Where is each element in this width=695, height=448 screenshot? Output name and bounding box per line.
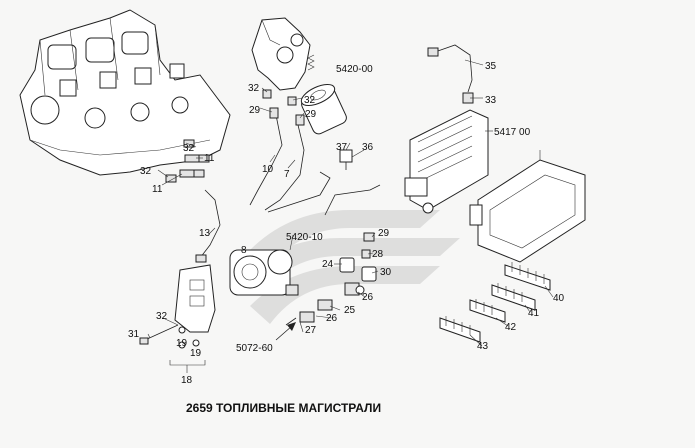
callout-19-a: 19 bbox=[176, 338, 188, 349]
control-box bbox=[469, 150, 586, 263]
leader-lines bbox=[147, 59, 554, 347]
callout-37: 37 bbox=[336, 142, 348, 153]
callout-27: 27 bbox=[305, 325, 317, 336]
callout-5420-00: 5420-00 bbox=[336, 64, 373, 75]
connector-40 bbox=[504, 262, 551, 291]
spring-part bbox=[307, 54, 315, 71]
connector-42 bbox=[469, 299, 506, 323]
diagram-title: 2659 ТОПЛИВНЫЕ МАГИСТРАЛИ bbox=[186, 401, 381, 415]
callout-42: 42 bbox=[505, 322, 517, 333]
engine-block bbox=[19, 9, 231, 176]
fuel-pump bbox=[229, 249, 299, 296]
callout-29-a: 29 bbox=[249, 105, 261, 116]
watermark-logo bbox=[240, 210, 460, 324]
callout-36: 36 bbox=[362, 142, 374, 153]
callout-33: 33 bbox=[485, 95, 497, 106]
callout-7: 7 bbox=[284, 169, 290, 180]
callout-40: 40 bbox=[553, 293, 565, 304]
fuel-pipe-35 bbox=[427, 44, 474, 104]
callout-31: 31 bbox=[128, 329, 140, 340]
callout-35: 35 bbox=[485, 61, 497, 72]
fitting-32-11-upper bbox=[183, 139, 210, 163]
fuel-pipe-13 bbox=[195, 189, 221, 263]
callout-24: 24 bbox=[322, 259, 334, 270]
callout-32-d: 32 bbox=[140, 166, 152, 177]
callout-32-b: 32 bbox=[304, 95, 316, 106]
callout-5417-00: 5417 00 bbox=[494, 127, 531, 138]
callout-5420-10: 5420-10 bbox=[286, 232, 323, 243]
fitting-32-29-left bbox=[262, 89, 279, 119]
pump-fittings bbox=[285, 232, 377, 326]
fuel-pipes-upper bbox=[249, 114, 381, 216]
callout-26-b: 26 bbox=[326, 313, 338, 324]
callout-30: 30 bbox=[380, 267, 392, 278]
callout-19-b: 19 bbox=[190, 348, 202, 359]
callout-13: 13 bbox=[199, 228, 211, 239]
callout-32-e: 32 bbox=[156, 311, 168, 322]
callout-5072-60: 5072-60 bbox=[236, 343, 273, 354]
callout-26-a: 26 bbox=[362, 292, 374, 303]
fuel-filter-cartridge bbox=[300, 83, 347, 135]
callout-32-c: 32 bbox=[183, 143, 195, 154]
callout-28: 28 bbox=[372, 249, 384, 260]
arrow-5072-60 bbox=[275, 322, 296, 341]
callout-11-b: 11 bbox=[152, 184, 163, 195]
callout-41: 41 bbox=[528, 308, 540, 319]
connector-41 bbox=[491, 283, 536, 311]
callout-10: 10 bbox=[262, 164, 274, 175]
callout-43: 43 bbox=[477, 341, 489, 352]
callout-32-a: 32 bbox=[248, 83, 260, 94]
callout-29-b: 29 bbox=[305, 109, 317, 120]
connector-43 bbox=[439, 316, 481, 343]
fitting-32-11-lower bbox=[165, 169, 205, 183]
ecu-unit bbox=[404, 109, 489, 214]
callout-8: 8 bbox=[241, 245, 247, 256]
fitting-32-29-right bbox=[287, 96, 305, 126]
sensor-37 bbox=[339, 149, 353, 170]
callout-18: 18 bbox=[181, 375, 193, 386]
callout-11-a: 11 bbox=[204, 153, 215, 164]
callout-29-c: 29 bbox=[378, 228, 390, 239]
callout-25: 25 bbox=[344, 305, 356, 316]
fuel-filter-bracket bbox=[251, 17, 311, 91]
bracket-18 bbox=[139, 264, 216, 373]
